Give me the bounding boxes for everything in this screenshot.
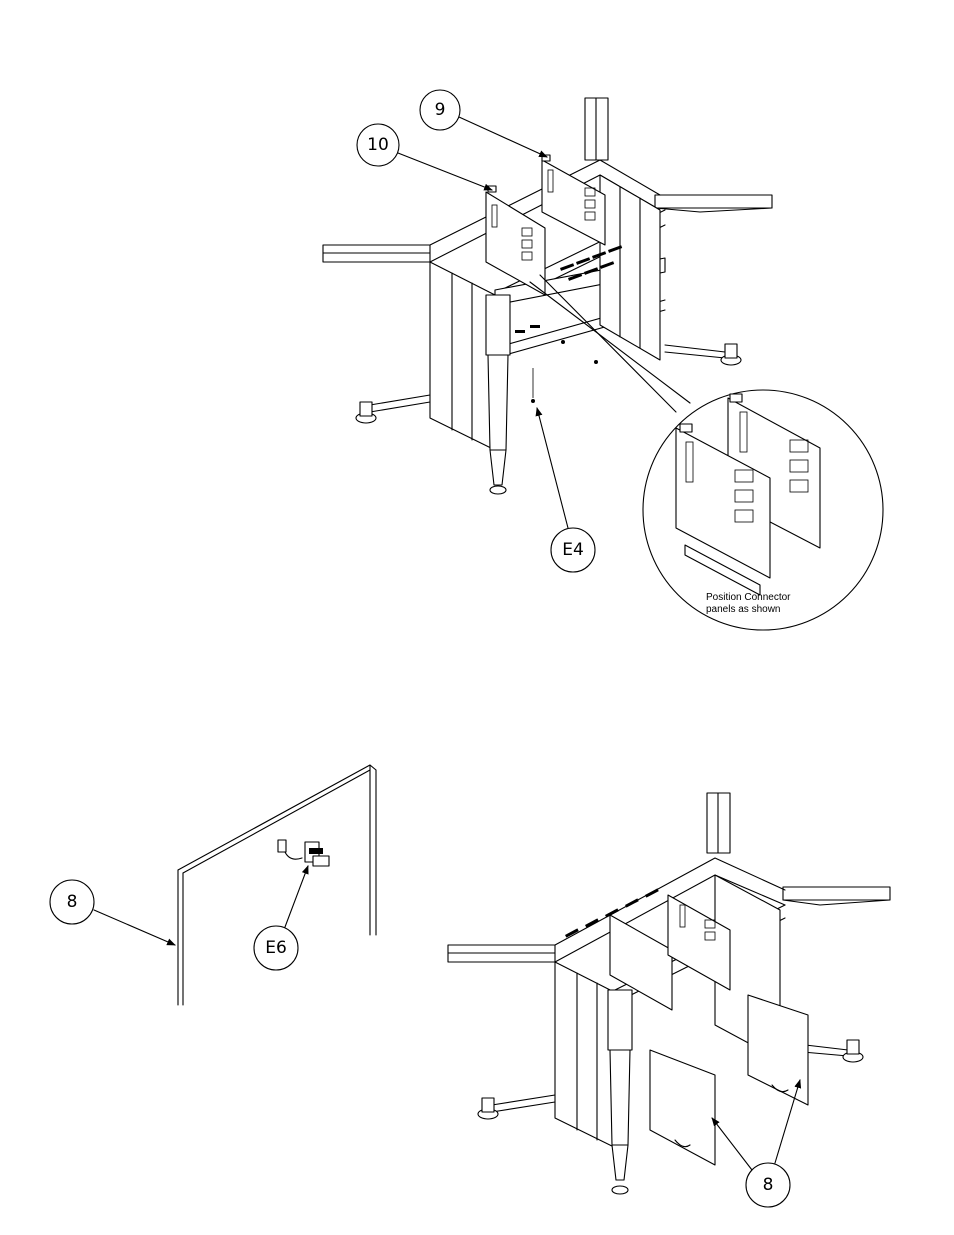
callout-9: 9 [420, 90, 547, 157]
callout-8-left: 8 [50, 880, 175, 945]
callout-8-left-label: 8 [67, 892, 78, 912]
detail-note-line2: panels as shown [706, 604, 781, 615]
callout-e4-label: E4 [562, 540, 584, 560]
callout-8-right-label: 8 [763, 1175, 774, 1195]
callout-10-label: 10 [367, 135, 389, 155]
bottom-frame-assembly [448, 793, 890, 1194]
callout-8-right: 8 [712, 1080, 800, 1207]
callout-e6: E6 [254, 866, 308, 970]
callout-e6-label: E6 [265, 938, 287, 958]
callout-9-label: 9 [435, 100, 446, 120]
callout-10: 10 [357, 124, 492, 190]
callout-e4: E4 [537, 408, 595, 572]
detail-note-line1: Position Connector [706, 592, 791, 603]
detail-view: Position Connector panels as shown [643, 390, 883, 630]
